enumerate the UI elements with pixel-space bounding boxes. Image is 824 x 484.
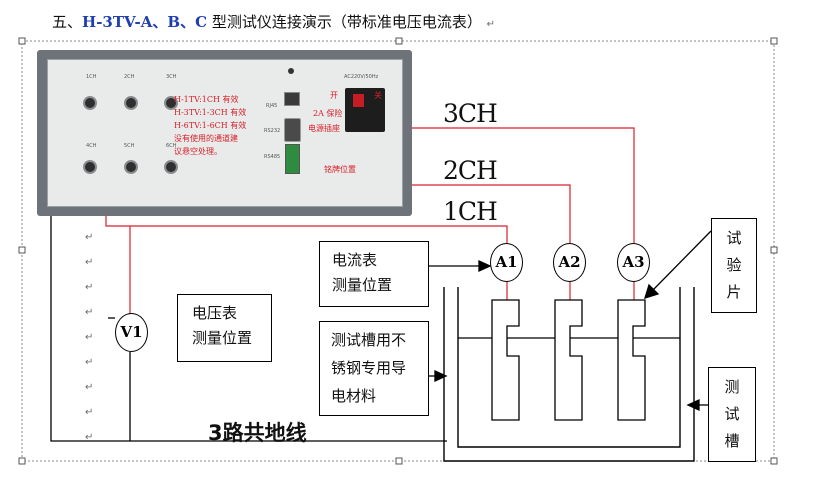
rj45-port-icon bbox=[284, 92, 300, 106]
page-title: 五、H-3TV-A、B、C 型测试仪连接演示（带标准电压电流表） ↵ bbox=[52, 11, 495, 32]
channel-label-1ch: 1CH bbox=[443, 197, 498, 226]
tank-material-callout: 测试槽用不 锈钢专用导 电材料 bbox=[319, 321, 429, 416]
power-rating: AC220V/50Hz bbox=[344, 74, 379, 80]
power-module bbox=[345, 88, 385, 132]
rs485-terminal-icon bbox=[285, 144, 300, 174]
callout-line: 电压表 bbox=[192, 304, 238, 322]
fuse-label: 2A 保险 bbox=[313, 109, 343, 118]
power-switch-icon bbox=[353, 94, 364, 107]
nameplate-label: 铭牌位置 bbox=[324, 165, 356, 174]
voltmeter-v1: V1 bbox=[115, 313, 148, 352]
paragraph-mark-icon: ↵ bbox=[85, 232, 94, 243]
tester-device: 1CH 2CH 3CH 4CH 5CH 6CH H-1TV:1CH 有效 H-3… bbox=[37, 50, 412, 216]
test-piece-2 bbox=[554, 299, 583, 421]
callout-line: 片 bbox=[726, 283, 742, 301]
callout-line: 测 bbox=[724, 378, 740, 396]
callout-line: 槽 bbox=[724, 432, 740, 450]
test-piece-callout: 试 验 片 bbox=[711, 218, 757, 313]
bnc-connector-icon bbox=[164, 96, 178, 110]
paragraph-mark-icon: ↵ bbox=[85, 257, 94, 268]
callout-line: 测试槽用不 bbox=[331, 331, 407, 349]
callout-line: 电材料 bbox=[331, 387, 377, 405]
callout-line: 验 bbox=[726, 256, 742, 274]
note-line: 议悬空处理。 bbox=[174, 147, 222, 156]
device-front-panel: 1CH 2CH 3CH 4CH 5CH 6CH H-1TV:1CH 有效 H-3… bbox=[47, 59, 403, 207]
paragraph-mark-icon: ↵ bbox=[85, 432, 94, 443]
note-line: H-3TV:1-3CH 有效 bbox=[174, 108, 247, 117]
switch-off-label: 关 bbox=[374, 91, 382, 100]
power-socket-label: 电源插座 bbox=[308, 124, 340, 133]
title-model: H-3TV-A、B、C bbox=[82, 13, 208, 31]
test-piece-3 bbox=[617, 299, 646, 421]
tank-inner-wall bbox=[457, 287, 681, 448]
paragraph-mark-icon: ↵ bbox=[85, 282, 94, 293]
paragraph-marks: ↵ ↵ ↵ ↵ ↵ ↵ ↵ ↵ ↵ bbox=[85, 233, 97, 458]
bnc-connector-icon bbox=[83, 96, 97, 110]
test-tank-callout: 测 试 槽 bbox=[708, 367, 756, 462]
callout-line: 测量位置 bbox=[332, 276, 393, 294]
tank-outer-wall bbox=[443, 287, 695, 462]
title-prefix: 五、 bbox=[52, 13, 83, 31]
channel-label-1: 1CH bbox=[86, 74, 97, 80]
bnc-connector-icon bbox=[83, 160, 97, 174]
ammeter-a2: A2 bbox=[553, 243, 586, 282]
bnc-connector-icon bbox=[124, 96, 138, 110]
port-label-rs232: RS232 bbox=[264, 128, 281, 134]
callout-line: 电流表 bbox=[332, 251, 378, 269]
frame-handles bbox=[18, 37, 778, 465]
channel-label-3ch: 3CH bbox=[443, 99, 498, 128]
paragraph-mark-icon: ↵ bbox=[85, 307, 94, 318]
paragraph-mark-icon: ↵ bbox=[85, 357, 94, 368]
test-piece-1 bbox=[491, 299, 520, 421]
paragraph-mark-icon: ↵ bbox=[486, 19, 495, 30]
callout-line: 锈钢专用导 bbox=[331, 359, 407, 377]
ammeter-position-callout: 电流表 测量位置 bbox=[319, 241, 429, 307]
channel-label-4: 4CH bbox=[86, 143, 97, 149]
ammeter-a1: A1 bbox=[490, 243, 523, 282]
paragraph-mark-icon: ↵ bbox=[85, 407, 94, 418]
ground-screw-icon bbox=[288, 68, 294, 74]
port-label-rs485: RS485 bbox=[264, 154, 281, 160]
note-line: H-6TV:1-6CH 有效 bbox=[174, 121, 247, 130]
bnc-connector-icon bbox=[124, 160, 138, 174]
channel-label-5: 5CH bbox=[124, 143, 135, 149]
bnc-connector-icon bbox=[164, 160, 178, 174]
callout-line: 测量位置 bbox=[192, 329, 253, 347]
port-label-rj45: RJ45 bbox=[266, 103, 278, 109]
test-pieces bbox=[491, 299, 646, 421]
paragraph-mark-icon: ↵ bbox=[85, 332, 94, 343]
callout-line: 试 bbox=[724, 405, 740, 423]
voltmeter-position-callout: 电压表 测量位置 bbox=[177, 294, 272, 362]
channel-notes: H-1TV:1CH 有效 H-3TV:1-3CH 有效 H-6TV:1-6CH … bbox=[174, 93, 246, 158]
common-ground-label: 3路共地线 bbox=[208, 421, 307, 445]
channel-label-3: 3CH bbox=[166, 74, 177, 80]
paragraph-mark-icon: ↵ bbox=[85, 382, 94, 393]
callout-arrows bbox=[108, 230, 712, 412]
callout-line: 试 bbox=[726, 229, 742, 247]
channel-label-2ch: 2CH bbox=[443, 156, 498, 185]
title-suffix: 型测试仪连接演示（带标准电压电流表） bbox=[207, 13, 482, 31]
rs232-port-icon bbox=[284, 118, 301, 142]
channel-label-2: 2CH bbox=[124, 74, 135, 80]
switch-on-label: 开 bbox=[330, 91, 338, 100]
ammeter-a3: A3 bbox=[617, 243, 650, 282]
channel-label-6: 6CH bbox=[166, 143, 177, 149]
note-line: 没有使用的通道建 bbox=[174, 134, 238, 143]
note-line: H-1TV:1CH 有效 bbox=[174, 95, 239, 104]
